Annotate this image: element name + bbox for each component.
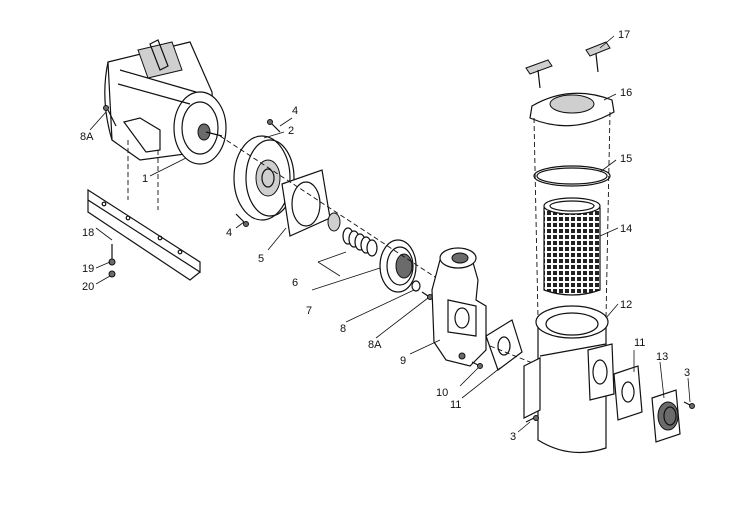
shaft-axis-line <box>219 135 471 301</box>
screw-4-bottom <box>235 213 249 227</box>
label-part-19: 19 <box>82 263 94 275</box>
motor-base <box>87 188 201 281</box>
label-part-6: 6 <box>292 277 298 289</box>
label-part-11-left: 11 <box>450 399 461 411</box>
strainer-lid <box>529 92 615 127</box>
label-part-12: 12 <box>620 299 632 311</box>
strainer-body <box>523 305 615 454</box>
lid-knob-right <box>585 41 611 73</box>
shaft-seal <box>317 212 378 277</box>
motor <box>104 39 227 165</box>
label-part-20: 20 <box>82 281 94 293</box>
label-part-15: 15 <box>620 153 632 165</box>
label-part-1: 1 <box>142 173 148 185</box>
label-part-3-right: 3 <box>684 367 690 379</box>
pump-volute <box>431 247 487 367</box>
leader-lines <box>89 35 691 433</box>
flange-gasket-right <box>613 365 643 421</box>
label-part-10: 10 <box>436 387 448 399</box>
lid-knob-left <box>525 59 553 89</box>
screw-8a-left <box>103 105 117 127</box>
label-part-8a-left: 8A <box>80 131 94 143</box>
flange-gasket-left <box>485 319 523 371</box>
part-labels: 1 2 3 3 4 4 5 6 7 8 8A 8A 9 10 11 11 12 … <box>80 29 690 443</box>
label-part-16: 16 <box>620 87 632 99</box>
screw-4-top <box>267 119 281 133</box>
washer-8 <box>411 280 421 292</box>
drain-plug-10 <box>471 361 483 369</box>
label-part-13: 13 <box>656 351 668 363</box>
screw-3-left <box>525 415 539 423</box>
label-part-8a-right: 8A <box>368 339 382 351</box>
screw-3-right <box>683 401 695 409</box>
pipe-adapter <box>651 389 681 443</box>
guide-line-volute-strainer <box>489 345 561 375</box>
label-part-8: 8 <box>340 323 346 335</box>
lid-o-ring <box>533 165 611 187</box>
label-part-17: 17 <box>618 29 630 41</box>
label-part-3-left: 3 <box>510 431 516 443</box>
label-part-7: 7 <box>306 305 312 317</box>
guide-line-strainer-right <box>605 111 611 319</box>
guide-line-strainer-left <box>533 117 539 319</box>
label-part-9: 9 <box>400 355 406 367</box>
label-part-18: 18 <box>82 227 94 239</box>
label-part-4-top: 4 <box>292 105 298 117</box>
label-part-2: 2 <box>288 125 294 137</box>
seal-plate <box>233 135 295 221</box>
label-part-11-right: 11 <box>634 337 645 349</box>
label-part-5: 5 <box>258 253 264 265</box>
bolt-19 <box>108 244 116 266</box>
strainer-basket <box>543 197 601 296</box>
label-part-14: 14 <box>620 223 632 235</box>
nut-20 <box>108 270 116 278</box>
label-part-4-bottom: 4 <box>226 227 232 239</box>
impeller <box>379 239 417 293</box>
